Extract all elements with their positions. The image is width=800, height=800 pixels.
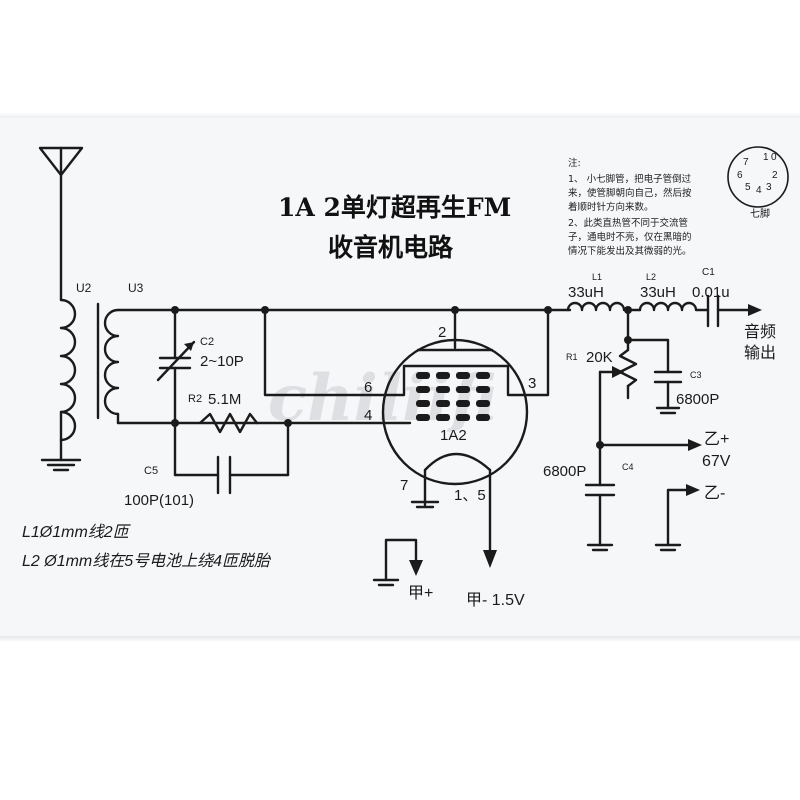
capacitor-c1 — [706, 294, 762, 328]
value-c1: 0.01u — [692, 284, 730, 301]
coil-note-l1: L1Ø1mm线2匝 — [22, 523, 132, 541]
note-line: 2、此类直热管不同于交流管 — [568, 217, 688, 229]
capacitor-c3 — [626, 338, 683, 415]
paper-sheet — [0, 118, 800, 638]
label-c3: C3 — [690, 370, 702, 380]
notes-heading: 注: — [568, 157, 581, 169]
note-line: 着顺时针方向来数。 — [568, 201, 654, 213]
svg-text:3: 3 — [766, 182, 772, 193]
value-l1: 33uH — [568, 284, 604, 301]
resistor-r2 — [198, 412, 259, 434]
label-c5: C5 — [144, 465, 158, 477]
pin-4-label: 4 — [364, 407, 372, 424]
label-c2: C2 — [200, 336, 214, 348]
capacitor-c5 — [173, 421, 290, 495]
inductor-l2 — [638, 301, 710, 312]
antenna — [38, 146, 84, 302]
a-plus-terminal — [372, 538, 423, 587]
label-l2: L2 — [646, 272, 656, 282]
pin-3-label: 3 — [528, 375, 536, 392]
note-line: 来，使管脚朝向自己，然后按 — [568, 187, 692, 199]
value-l2: 33uH — [640, 284, 676, 301]
svg-text:七脚: 七脚 — [750, 207, 770, 220]
pin-2-label: 2 — [438, 324, 446, 341]
value-c4: 6800P — [543, 463, 586, 480]
paper-bottom-shadow — [0, 636, 800, 642]
svg-text:2: 2 — [772, 170, 778, 181]
svg-text:1: 1 — [763, 152, 769, 163]
value-r2: 5.1M — [208, 391, 241, 408]
wire-pin3 — [520, 308, 550, 397]
pin-7-label: 7 — [400, 477, 408, 494]
value-r1: 20K — [586, 349, 613, 366]
svg-text:5: 5 — [745, 182, 751, 193]
coil-u3 — [103, 308, 177, 425]
svg-text:0: 0 — [771, 152, 777, 163]
audio-out-line2: 输出 — [744, 344, 776, 362]
pin-1-5-label: 1、5 — [454, 487, 486, 504]
b-plus-voltage: 67V — [702, 453, 731, 470]
label-u2: U2 — [76, 281, 92, 295]
title-line2: 收音机电路 — [328, 233, 454, 262]
paper-top-shadow — [0, 112, 800, 120]
capacitor-c4 — [584, 443, 616, 552]
tube-label: 1A2 — [440, 427, 467, 444]
value-c5: 100P(101) — [124, 492, 194, 509]
b-minus-label: 乙- — [704, 485, 725, 502]
b-plus-label: 乙+ — [704, 431, 729, 448]
svg-text:6: 6 — [737, 170, 743, 181]
potentiometer-r1 — [598, 308, 638, 447]
label-r1: R1 — [566, 352, 578, 362]
label-u3: U3 — [128, 281, 144, 295]
a-plus-label: 甲+ — [408, 585, 433, 602]
note-line: 情况下能发出及其微弱的光。 — [568, 245, 692, 257]
svg-text:4: 4 — [756, 185, 762, 196]
label-l1: L1 — [592, 272, 602, 282]
coil-u2 — [40, 298, 82, 472]
label-c4: C4 — [622, 462, 634, 472]
tube-pinout: 7 1 0 6 2 5 4 3 七脚 — [727, 146, 789, 220]
label-r2: R2 — [188, 393, 202, 405]
a-minus-label: 甲- 1.5V — [466, 592, 525, 609]
b-minus-ground — [654, 484, 700, 552]
value-c3: 6800P — [676, 391, 719, 408]
coil-note-l2: L2 Ø1mm线在5号电池上绕4匝脱胎 — [22, 552, 272, 570]
svg-text:7: 7 — [743, 157, 749, 168]
capacitor-c2 — [156, 308, 196, 425]
vacuum-tube-1a2 — [381, 308, 529, 568]
value-c2: 2~10P — [200, 353, 244, 370]
audio-out-line1: 音频 — [744, 323, 776, 341]
label-c1: C1 — [702, 267, 715, 278]
note-line: 子，通电时不亮，仅在黑暗的 — [568, 231, 692, 243]
inductor-l1 — [566, 301, 642, 312]
pin-6-label: 6 — [364, 379, 372, 396]
note-line: 1、 小七脚管，把电子管倒过 — [568, 173, 692, 185]
title-line1: 1A 2单灯超再生FM — [278, 193, 511, 222]
wire-pin6 — [263, 308, 397, 397]
